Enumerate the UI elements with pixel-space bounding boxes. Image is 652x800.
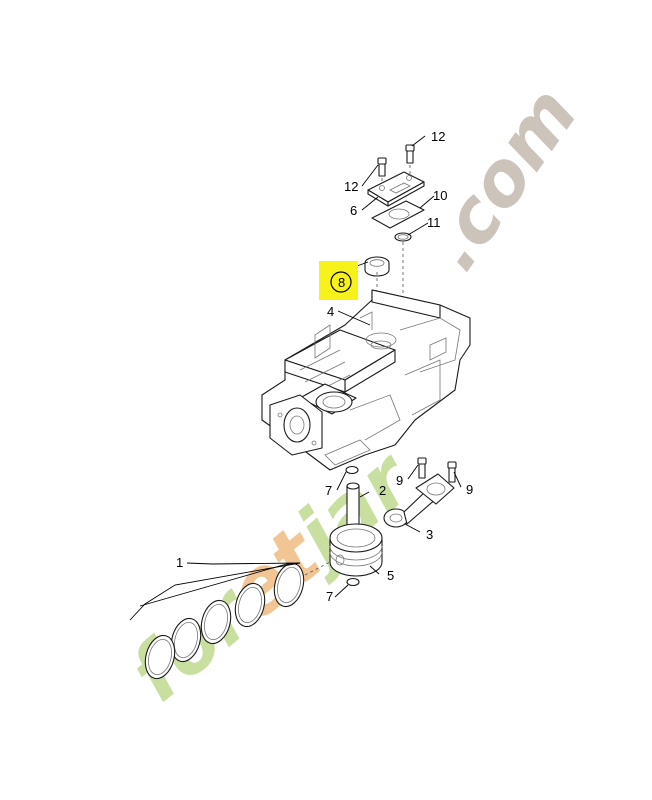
seal-ring-part-8 — [364, 256, 390, 277]
callout-1: 1 — [176, 555, 183, 570]
wrist-pin-part-2 — [346, 482, 360, 536]
circlip-part-7-upper — [345, 465, 359, 475]
gasket-part-10 — [371, 200, 425, 229]
callout-8: 8 — [338, 275, 345, 290]
bolt-12-left — [377, 157, 387, 177]
callout-4: 4 — [327, 304, 334, 319]
rod-bolt-part-9-right — [447, 461, 457, 483]
callout-5: 5 — [387, 568, 394, 583]
circlip-part-7-lower — [346, 577, 360, 587]
rod-bolt-part-9-left — [417, 457, 427, 479]
callout-7-lower: 7 — [326, 589, 333, 604]
highlight-part-8[interactable]: 8 — [319, 261, 358, 300]
callout-12-left: 12 — [344, 179, 358, 194]
bolt-12-right — [405, 144, 415, 164]
connecting-rod-part-3 — [383, 473, 455, 528]
callout-10: 10 — [433, 188, 447, 203]
o-ring-part-11 — [394, 232, 412, 242]
watermark-suffix: .com — [409, 72, 594, 285]
callout-9-right: 9 — [466, 482, 473, 497]
callout-11: 11 — [427, 215, 441, 230]
piston-part-5 — [329, 523, 383, 577]
callout-9-left: 9 — [396, 473, 403, 488]
crankcase-block — [261, 289, 471, 471]
callout-3: 3 — [426, 527, 433, 542]
callout-labels: 12 12 6 10 11 4 7 2 9 9 3 1 5 7 — [176, 129, 473, 604]
callout-6: 6 — [350, 203, 357, 218]
callout-2: 2 — [379, 483, 386, 498]
piston-rings-part-1 — [144, 562, 305, 680]
callout-7-upper: 7 — [325, 483, 332, 498]
leader-lines — [129, 135, 462, 621]
valve-cover-part-6 — [367, 171, 425, 207]
callout-12-top: 12 — [431, 129, 445, 144]
